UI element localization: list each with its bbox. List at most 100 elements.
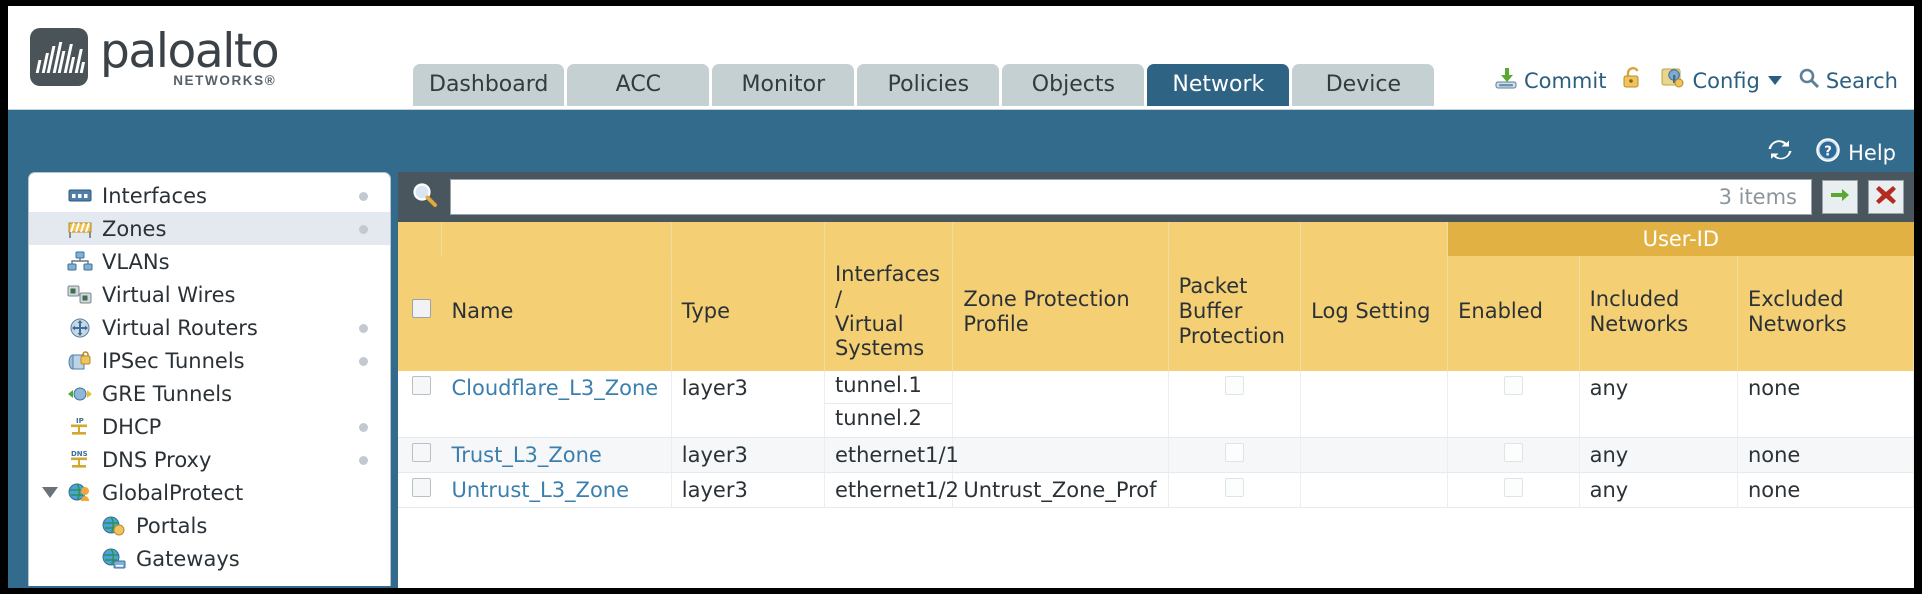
tab-objects[interactable]: Objects [1002, 64, 1145, 106]
sidebar-item-vlans[interactable]: VLANs [29, 245, 390, 278]
table-header-row: Name Type Interfaces / Virtual Systems Z… [398, 256, 1914, 372]
sidebar-item-dns-proxy[interactable]: DNS DNS Proxy [29, 443, 390, 476]
commit-label: Commit [1523, 68, 1607, 93]
brand-name: paloalto [100, 24, 280, 79]
magnifier-icon[interactable] [410, 180, 440, 215]
column-header-name[interactable]: Name [441, 256, 672, 372]
column-header-interfaces[interactable]: Interfaces / Virtual Systems [824, 256, 954, 372]
sidebar-item-ipsec-tunnels[interactable]: IPSec Tunnels [29, 344, 390, 377]
refresh-button[interactable] [1767, 139, 1793, 166]
column-header-packet-buffer-protection[interactable]: Packet Buffer Protection [1168, 256, 1302, 372]
virtual-wires-icon [67, 284, 93, 306]
tab-network[interactable]: Network [1147, 64, 1290, 106]
search-button[interactable]: Search [1798, 67, 1898, 94]
chevron-down-icon[interactable] [42, 487, 58, 498]
sidebar-item-label: Zones [102, 216, 167, 241]
cell-included-networks: any [1579, 437, 1738, 474]
sidebar-item-globalprotect[interactable]: GlobalProtect [29, 476, 390, 509]
sidebar-item-indicator-dot [359, 423, 368, 432]
cell-zone-protection-profile [952, 437, 1169, 474]
packet-buffer-protection-checkbox[interactable] [1224, 443, 1244, 463]
sidebar-item-zones[interactable]: Zones [29, 212, 390, 245]
packet-buffer-protection-checkbox[interactable] [1224, 478, 1244, 498]
table-row[interactable]: Trust_L3_Zone layer3 ethernet1/1 [398, 437, 1914, 474]
userid-enabled-checkbox[interactable] [1503, 478, 1523, 498]
table-row[interactable]: Untrust_L3_Zone layer3 ethernet1/2 Untru… [398, 472, 1914, 509]
clear-filter-button[interactable] [1868, 180, 1904, 214]
sidebar-item-portals[interactable]: Portals [29, 509, 390, 542]
sidebar-item-virtual-routers[interactable]: Virtual Routers [29, 311, 390, 344]
tab-dashboard[interactable]: Dashboard [413, 64, 565, 106]
secondary-blue-band: ? Help [8, 110, 1914, 172]
cell-name: Cloudflare_L3_Zone [441, 371, 672, 439]
row-select-checkbox[interactable] [412, 376, 431, 396]
packet-buffer-protection-checkbox[interactable] [1224, 376, 1244, 396]
help-button[interactable]: ? Help [1815, 137, 1896, 168]
column-header-type[interactable]: Type [671, 256, 825, 372]
column-header-zone-protection-profile[interactable]: Zone Protection Profile [952, 256, 1169, 372]
filter-search-input[interactable]: 3 items [450, 179, 1812, 215]
gre-tunnels-icon [67, 383, 93, 405]
top-header-bar: paloalto NETWORKS® Dashboard ACC Monitor… [8, 6, 1914, 110]
cell-packet-buffer-protection [1168, 437, 1302, 474]
apply-filter-button[interactable] [1822, 180, 1858, 214]
tab-device[interactable]: Device [1292, 64, 1435, 106]
tab-acc[interactable]: ACC [567, 64, 710, 106]
cell-included-networks: any [1579, 371, 1738, 439]
column-header-enabled[interactable]: Enabled [1447, 256, 1580, 372]
band-actions: ? Help [1767, 137, 1896, 168]
sidebar-item-gre-tunnels[interactable]: GRE Tunnels [29, 377, 390, 410]
virtual-routers-icon [67, 317, 93, 339]
row-select-cell [398, 437, 442, 474]
config-menu-button[interactable]: Config [1660, 66, 1782, 95]
sidebar-item-dhcp[interactable]: IP DHCP [29, 410, 390, 443]
column-header-line: Protection [1178, 323, 1285, 348]
cell-userid-enabled [1447, 437, 1580, 474]
cell-name: Untrust_L3_Zone [441, 472, 672, 509]
paloalto-logo-mark-icon [30, 28, 88, 86]
zone-link[interactable]: Untrust_L3_Zone [451, 478, 630, 503]
column-header-log-setting[interactable]: Log Setting [1300, 256, 1449, 372]
table-row[interactable]: Cloudflare_L3_Zone layer3 tunnel.1 tunne… [398, 371, 1914, 439]
filter-bar: 3 items [398, 172, 1914, 222]
zone-link[interactable]: Cloudflare_L3_Zone [451, 376, 659, 401]
tab-monitor[interactable]: Monitor [712, 64, 855, 106]
zone-link[interactable]: Trust_L3_Zone [451, 443, 602, 468]
sidebar-item-gateways[interactable]: Gateways [29, 542, 390, 575]
userid-enabled-checkbox[interactable] [1503, 376, 1523, 396]
row-select-checkbox[interactable] [412, 443, 431, 463]
column-header-line: Interfaces / [834, 262, 940, 311]
main-tab-bar: Dashboard ACC Monitor Policies Objects N… [413, 64, 1435, 106]
group-spacer [1300, 222, 1449, 256]
help-label: Help [1848, 140, 1896, 165]
zones-table: User-ID Name Type Interfaces / Virtual [398, 222, 1914, 509]
select-all-checkbox[interactable] [412, 299, 431, 319]
cell-log-setting [1300, 437, 1449, 474]
row-select-checkbox[interactable] [412, 478, 431, 498]
sidebar-item-label: Interfaces [102, 183, 207, 208]
padlock-unlocked-button[interactable] [1622, 66, 1644, 95]
sidebar-item-virtual-wires[interactable]: Virtual Wires [29, 278, 390, 311]
page-body: Interfaces Zones VLANs Vir [8, 172, 1914, 588]
commit-button[interactable]: Commit [1494, 66, 1607, 95]
column-header-included-networks[interactable]: Included Networks [1579, 256, 1738, 372]
dhcp-icon: IP [67, 416, 93, 438]
sidebar-item-indicator-dot [359, 192, 368, 201]
interface-item: tunnel.1 [824, 371, 953, 405]
cell-excluded-networks: none [1737, 371, 1914, 439]
userid-enabled-checkbox[interactable] [1503, 443, 1523, 463]
column-header-line: Packet Buffer [1178, 274, 1248, 324]
cell-name: Trust_L3_Zone [441, 437, 672, 474]
column-header-excluded-networks[interactable]: Excluded Networks [1737, 256, 1914, 372]
padlock-unlocked-icon [1622, 66, 1644, 95]
group-header-user-id: User-ID [1447, 222, 1914, 256]
svg-text:IP: IP [76, 417, 84, 425]
sidebar-item-interfaces[interactable]: Interfaces [29, 179, 390, 212]
cell-userid-enabled [1447, 472, 1580, 509]
column-header-line: Profile [963, 311, 1029, 336]
help-question-icon: ? [1815, 137, 1841, 168]
application-window: paloalto NETWORKS® Dashboard ACC Monitor… [8, 6, 1914, 588]
cell-interfaces: ethernet1/2 [824, 472, 959, 509]
tab-policies[interactable]: Policies [857, 64, 1000, 106]
group-spacer [671, 222, 825, 256]
